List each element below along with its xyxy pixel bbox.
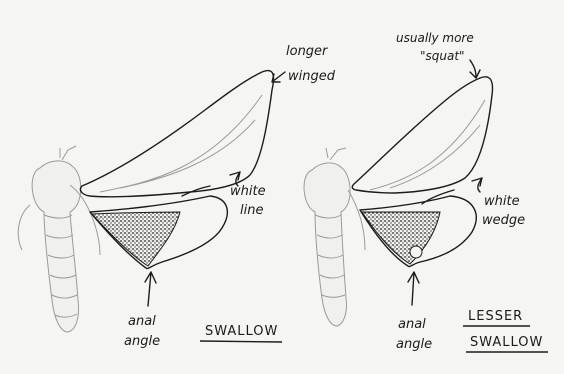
left-moth xyxy=(18,71,285,332)
right-wing-arrow xyxy=(470,60,480,78)
right-angle-note-2: angle xyxy=(396,337,432,352)
right-wing-note-1: usually more xyxy=(396,31,474,45)
right-moth-body xyxy=(304,148,365,326)
left-angle-note-1: anal xyxy=(128,314,156,329)
left-angle-arrow xyxy=(145,272,156,306)
right-wing-note-2: "squat" xyxy=(420,49,465,63)
left-wing-arrow xyxy=(272,72,285,82)
left-species-name: SWALLOW xyxy=(205,324,278,339)
left-angle-note-2: angle xyxy=(124,334,160,349)
right-stipple-patch xyxy=(362,212,440,264)
left-wing-note-2: winged xyxy=(288,69,336,84)
right-species-name-1: LESSER xyxy=(468,309,523,324)
right-wedge-arrow xyxy=(472,178,482,192)
right-anal-spot xyxy=(410,246,422,258)
left-forewing xyxy=(80,71,273,197)
left-line-note-1: white xyxy=(230,184,266,199)
right-wedge-note-1: white xyxy=(484,194,520,209)
right-wedge-note-2: wedge xyxy=(482,213,525,228)
left-moth-body xyxy=(18,146,100,332)
right-angle-arrow xyxy=(408,272,419,305)
right-moth xyxy=(304,60,492,326)
left-species-underline xyxy=(200,341,282,342)
right-angle-note-1: anal xyxy=(398,317,426,332)
left-stipple-patch xyxy=(92,212,180,266)
left-line-note-2: line xyxy=(240,203,263,218)
right-species-name-2: SWALLOW xyxy=(470,335,543,350)
left-wing-note-1: longer xyxy=(286,44,329,59)
